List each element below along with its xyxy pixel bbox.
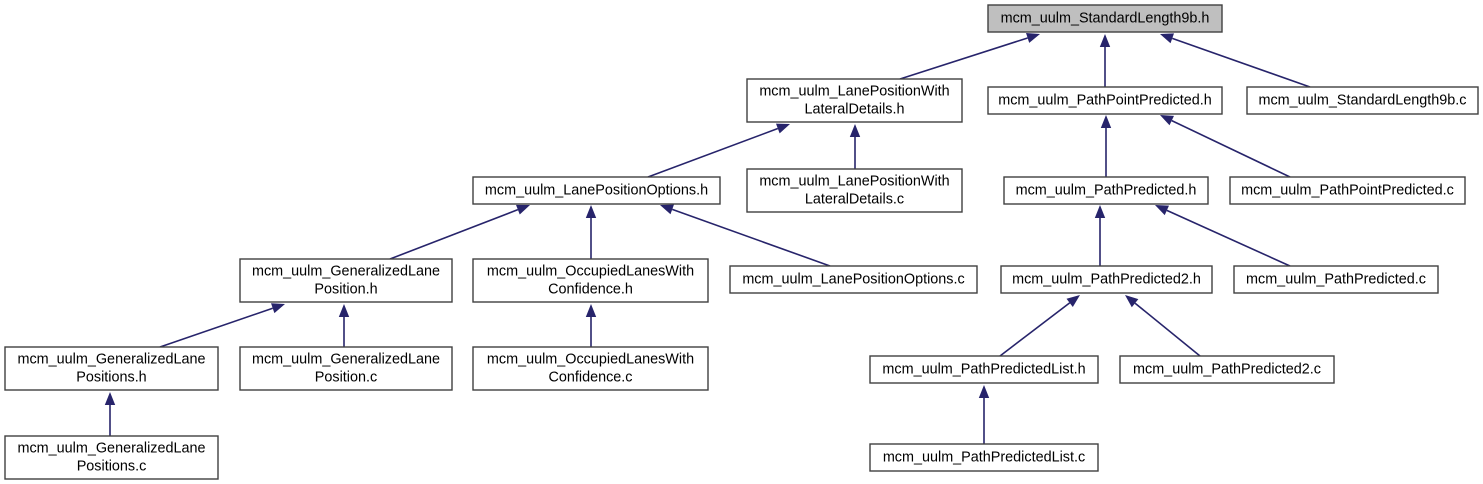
edge-arrowhead [978, 385, 990, 398]
dependency-edge [660, 204, 831, 267]
node-box[interactable] [987, 86, 1223, 115]
edge-arrowhead [585, 205, 597, 218]
node-box[interactable] [746, 168, 963, 213]
nodes-layer: mcm_uulm_StandardLength9b.h mcm_uulm_Lane… [4, 4, 1479, 480]
edge-arrowhead [1155, 205, 1169, 216]
graph-node-lanepositionoptions_h[interactable]: mcm_uulm_LanePositionOptions.h [472, 176, 721, 205]
dependency-edge [338, 304, 350, 347]
node-box[interactable] [472, 346, 709, 391]
node-box[interactable] [869, 443, 1099, 472]
dependency-edge [1160, 115, 1291, 178]
edge-arrowhead [849, 124, 861, 137]
node-box[interactable] [746, 78, 963, 123]
node-box[interactable] [239, 346, 453, 391]
edge-line [999, 302, 1071, 357]
graph-node-pathpointpredicted_c[interactable]: mcm_uulm_PathPointPredicted.c [1229, 176, 1466, 205]
dependency-edge [1155, 205, 1291, 267]
dependency-edge [585, 304, 597, 347]
node-box[interactable] [1246, 86, 1479, 115]
node-box[interactable] [1000, 265, 1213, 294]
edge-line [1171, 37, 1311, 88]
dependency-edge [389, 204, 530, 260]
dependency-edge [585, 205, 597, 259]
node-box[interactable] [472, 258, 709, 303]
edge-arrowhead [104, 392, 116, 405]
edge-line [647, 127, 779, 178]
graph-node-pathpredicted_h[interactable]: mcm_uulm_PathPredicted.h [1003, 176, 1209, 205]
dependency-edge [1099, 34, 1111, 87]
edge-arrowhead [776, 123, 790, 134]
dependency-edge [1125, 295, 1201, 357]
node-box[interactable] [472, 176, 721, 205]
graph-node-lanepositionwithlateraldetails_h[interactable]: mcm_uulm_LanePositionWithLateralDetails.… [746, 78, 963, 123]
graph-node-pathpredicted2_h[interactable]: mcm_uulm_PathPredicted2.h [1000, 265, 1213, 294]
node-box[interactable] [1119, 355, 1335, 384]
node-box[interactable] [1233, 265, 1439, 294]
node-box[interactable] [1003, 176, 1209, 205]
edge-arrowhead [1125, 295, 1139, 308]
edge-arrowhead [1094, 205, 1106, 218]
node-box[interactable] [4, 346, 219, 391]
edge-arrowhead [1100, 115, 1112, 128]
edge-line [1171, 119, 1291, 178]
graph-node-lanepositionoptions_c[interactable]: mcm_uulm_LanePositionOptions.c [729, 265, 978, 294]
edge-arrowhead [515, 204, 530, 215]
dependency-edge [899, 33, 1040, 80]
node-box[interactable] [239, 258, 453, 303]
node-box[interactable] [869, 355, 1099, 384]
edge-arrowhead [1160, 115, 1174, 126]
dependency-edge [159, 303, 285, 348]
dependency-edge [1160, 33, 1311, 88]
edge-line [899, 37, 1028, 80]
dependency-edge [1100, 115, 1112, 177]
graph-node-standardlength9b_c[interactable]: mcm_uulm_StandardLength9b.c [1246, 86, 1479, 115]
edge-arrowhead [1099, 34, 1111, 47]
edge-line [159, 307, 273, 348]
edge-arrowhead [1160, 33, 1174, 44]
edge-arrowhead [1026, 33, 1040, 43]
dependency-edge [978, 385, 990, 444]
dependency-edge [1094, 205, 1106, 266]
node-box[interactable] [1229, 176, 1466, 205]
graph-node-pathpredictedlist_h[interactable]: mcm_uulm_PathPredictedList.h [869, 355, 1099, 384]
graph-node-pathpointpredicted_h[interactable]: mcm_uulm_PathPointPredicted.h [987, 86, 1223, 115]
edges-layer [104, 33, 1311, 444]
edge-arrowhead [660, 204, 674, 215]
node-box-root[interactable] [987, 4, 1223, 33]
node-box[interactable] [729, 265, 978, 294]
node-box[interactable] [4, 435, 219, 480]
edge-arrowhead [1066, 295, 1080, 308]
edge-arrowhead [585, 304, 597, 317]
graph-node-pathpredicted2_c[interactable]: mcm_uulm_PathPredicted2.c [1119, 355, 1335, 384]
edge-line [1134, 302, 1201, 357]
dependency-edge [647, 123, 790, 178]
graph-node-lanepositionwithlateraldetails_c[interactable]: mcm_uulm_LanePositionWithLateralDetails.… [746, 168, 963, 213]
edge-line [389, 208, 519, 260]
edge-arrowhead [271, 303, 285, 314]
dependency-edge [104, 392, 116, 436]
edge-line [671, 208, 831, 267]
dependency-edge [999, 295, 1080, 357]
graph-node-pathpredicted_c[interactable]: mcm_uulm_PathPredicted.c [1233, 265, 1439, 294]
graph-node-standardlength9b_h[interactable]: mcm_uulm_StandardLength9b.h [987, 4, 1223, 33]
edge-arrowhead [338, 304, 350, 317]
edge-line [1166, 209, 1291, 267]
dependency-edge [849, 124, 861, 169]
graph-node-pathpredictedlist_c[interactable]: mcm_uulm_PathPredictedList.c [869, 443, 1099, 472]
